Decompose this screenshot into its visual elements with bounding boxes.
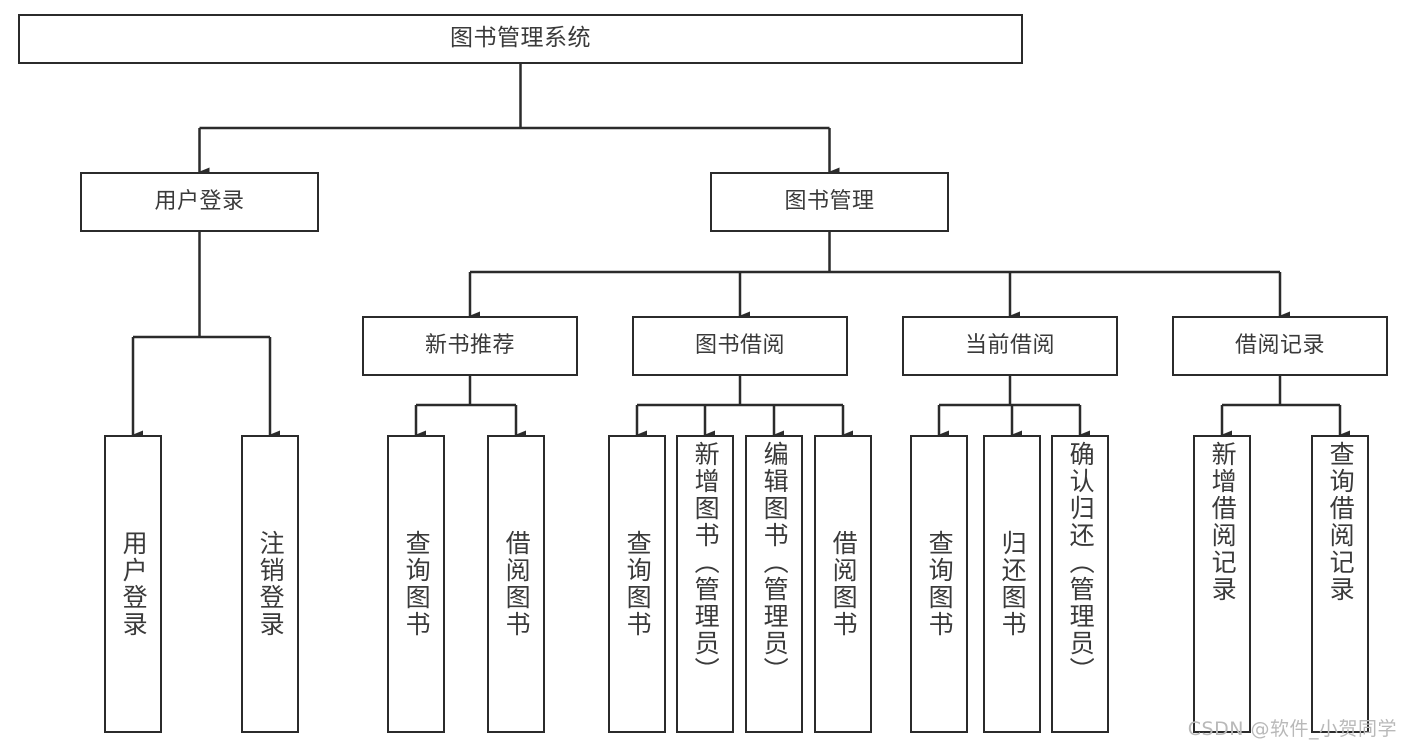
node-leaf-cur-return[interactable]: 归还图书 (983, 435, 1041, 733)
node-l3-record[interactable]: 借阅记录 (1172, 316, 1388, 376)
node-leaf-bor-edit[interactable]: 编辑图书（管理员） (745, 435, 803, 733)
node-l2-user[interactable]: 用户登录 (80, 172, 319, 232)
node-label: 编辑图书（管理员） (760, 441, 790, 684)
node-label: 借阅图书 (502, 530, 532, 638)
node-label: 查询图书 (623, 530, 653, 638)
node-label: 借阅图书 (829, 530, 859, 638)
csdn-watermark: CSDN @软件_小贺同学 (1187, 718, 1397, 740)
node-label: 新增借阅记录 (1208, 441, 1238, 603)
node-root[interactable]: 图书管理系统 (18, 14, 1023, 64)
node-leaf-cur-confirm[interactable]: 确认归还（管理员） (1051, 435, 1109, 733)
node-label: 图书管理 (784, 189, 875, 215)
node-leaf-user-login[interactable]: 用户登录 (104, 435, 162, 733)
node-label: 注销登录 (256, 530, 286, 638)
node-label: 查询图书 (925, 530, 955, 638)
node-label: 确认归还（管理员） (1066, 441, 1096, 684)
node-label: 用户登录 (119, 530, 149, 638)
node-leaf-bor-query[interactable]: 查询图书 (608, 435, 666, 733)
node-label: 新书推荐 (424, 333, 515, 359)
node-label: 查询借阅记录 (1326, 441, 1356, 603)
node-leaf-bor-add[interactable]: 新增图书（管理员） (676, 435, 734, 733)
node-label: 用户登录 (154, 189, 245, 215)
node-label: 查询图书 (402, 530, 432, 638)
node-leaf-rec-query[interactable]: 查询借阅记录 (1311, 435, 1369, 733)
node-label: 图书借阅 (694, 333, 785, 359)
node-label: 归还图书 (998, 530, 1028, 638)
node-leaf-user-logout[interactable]: 注销登录 (241, 435, 299, 733)
node-l2-book[interactable]: 图书管理 (710, 172, 949, 232)
node-leaf-rec-add[interactable]: 新增借阅记录 (1193, 435, 1251, 733)
node-leaf-new-query[interactable]: 查询图书 (387, 435, 445, 733)
node-l3-borrow[interactable]: 图书借阅 (632, 316, 848, 376)
node-l3-current[interactable]: 当前借阅 (902, 316, 1118, 376)
node-label: 当前借阅 (964, 333, 1055, 359)
node-leaf-cur-query[interactable]: 查询图书 (910, 435, 968, 733)
node-l3-new[interactable]: 新书推荐 (362, 316, 578, 376)
node-label: 图书管理系统 (450, 25, 591, 52)
node-leaf-new-borrow[interactable]: 借阅图书 (487, 435, 545, 733)
node-label: 新增图书（管理员） (691, 441, 721, 684)
node-label: 借阅记录 (1234, 333, 1325, 359)
node-leaf-bor-lend[interactable]: 借阅图书 (814, 435, 872, 733)
